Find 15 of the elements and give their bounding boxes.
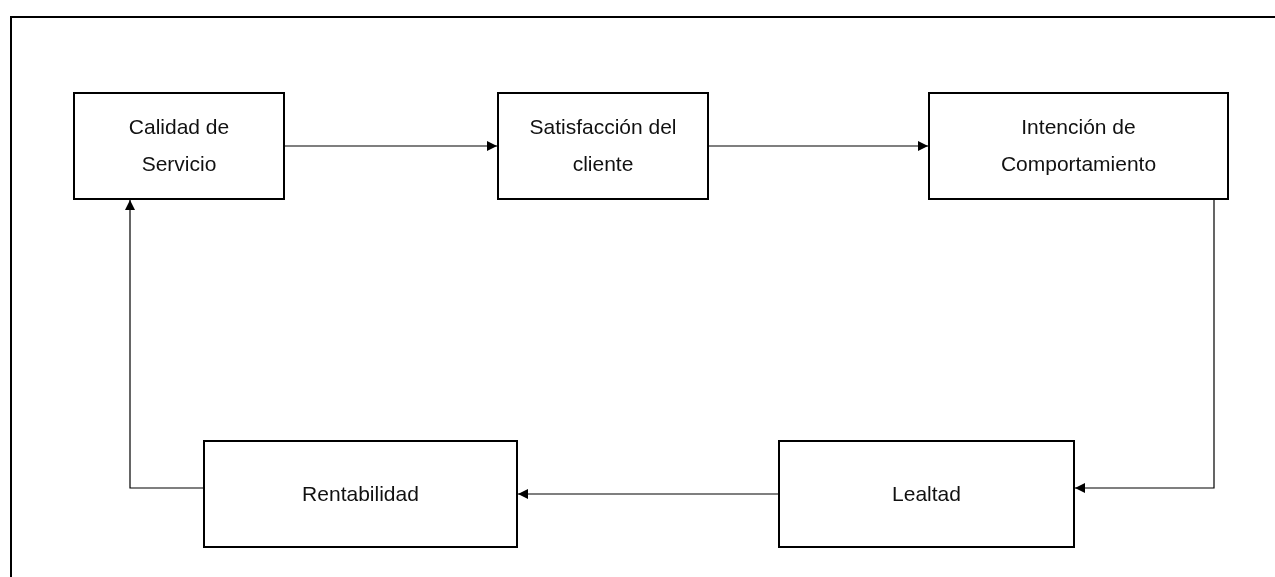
process-box	[928, 92, 1229, 200]
box-label: Calidad de Servicio	[127, 114, 231, 177]
process-box	[497, 92, 709, 200]
process-box	[73, 92, 285, 200]
box-label: Rentabilidad	[302, 480, 419, 507]
arrow	[517, 489, 779, 499]
arrow	[125, 199, 204, 489]
arrow	[1074, 199, 1215, 493]
box-label: Lealtad	[892, 480, 961, 507]
box-label: Intención de Comportamiento	[999, 114, 1158, 177]
arrow	[284, 141, 498, 151]
arrow	[708, 141, 929, 151]
box-label: Satisfacción del cliente	[528, 114, 678, 177]
process-box	[203, 440, 518, 548]
process-box	[778, 440, 1075, 548]
